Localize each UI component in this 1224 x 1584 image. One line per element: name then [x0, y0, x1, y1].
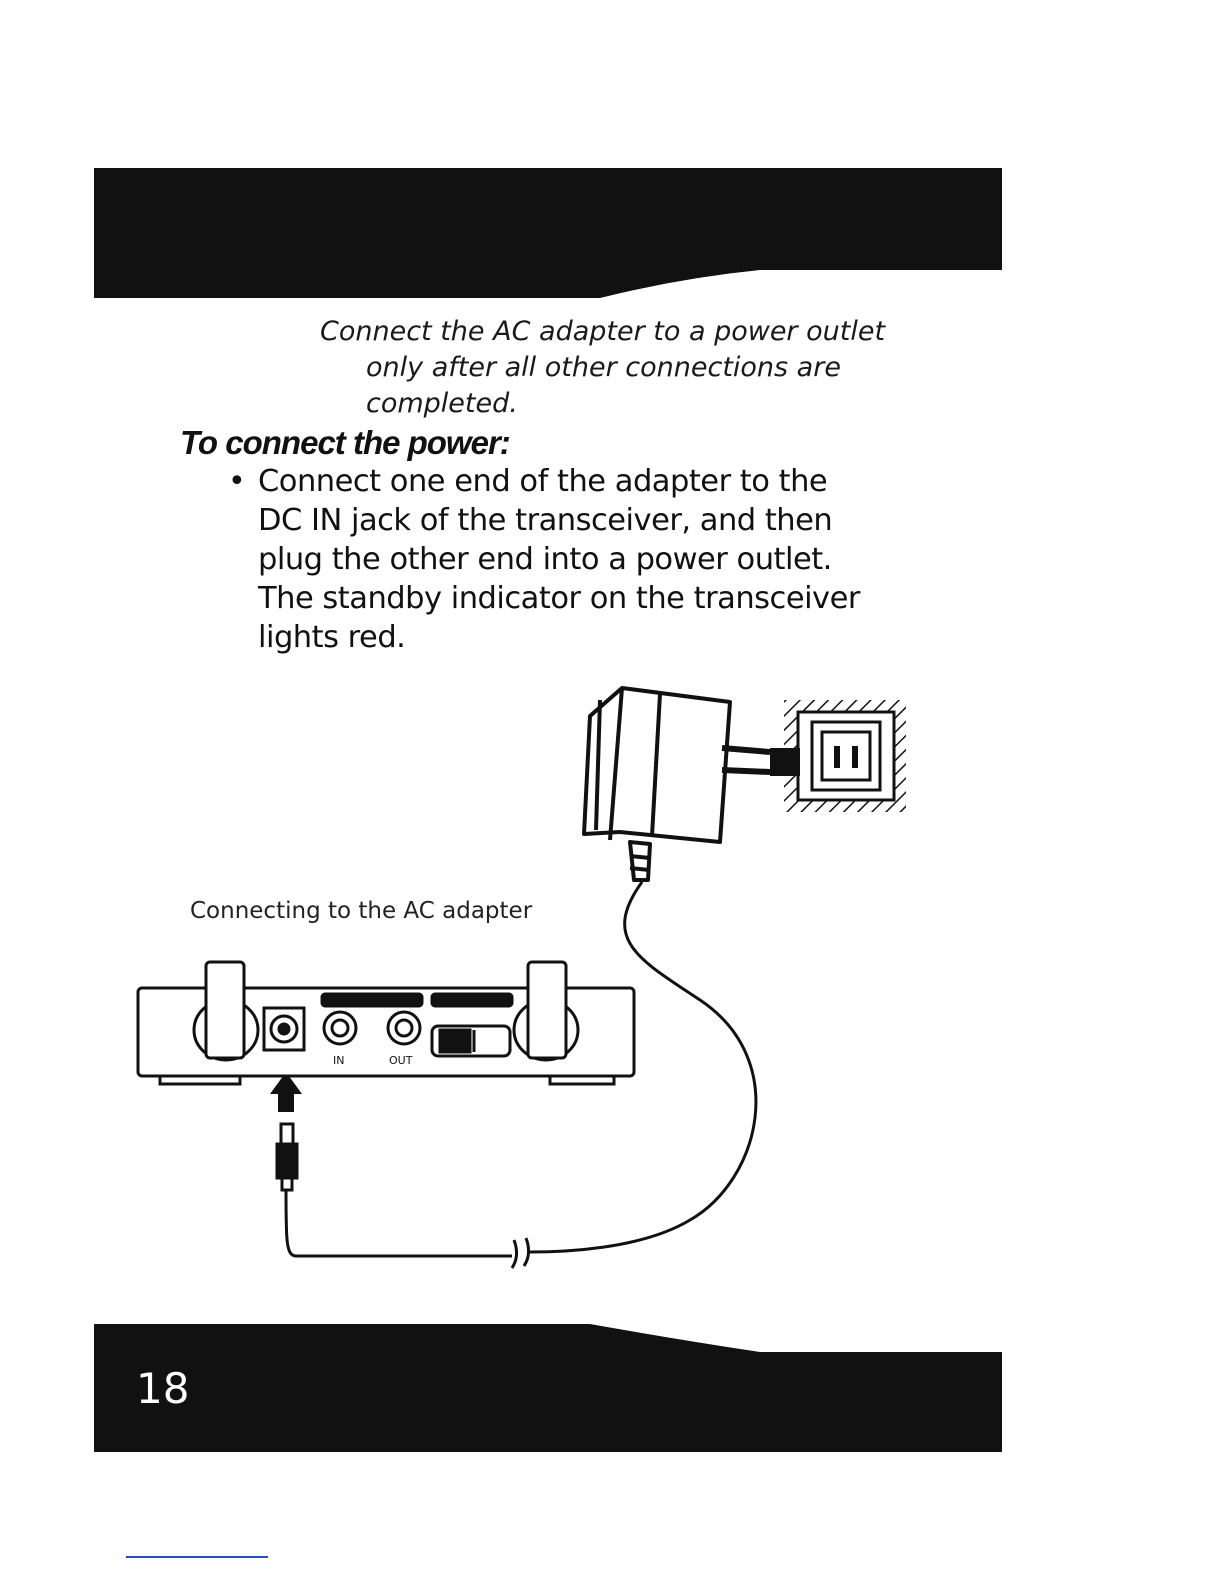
cable-break: [510, 1237, 531, 1269]
dc-plug: [275, 1122, 299, 1192]
instruction-line-5: lights red.: [258, 620, 406, 655]
instruction-line-1: Connect one end of the adapter to the: [258, 464, 828, 499]
note-line-2: only after all other connections are: [366, 352, 841, 383]
bullet-marker: •: [228, 464, 246, 499]
note-line-3: completed.: [366, 388, 518, 419]
jack-in-label: IN: [333, 1054, 344, 1067]
instruction-line-2: DC IN jack of the transceiver, and then: [258, 503, 833, 538]
instruction-text: Connect one end of the adapter to the DC…: [258, 462, 958, 657]
power-cable: [284, 881, 758, 1258]
caution-note: Connect the AC adapter to a power outlet…: [320, 314, 960, 422]
instruction-line-4: The standby indicator on the transceiver: [258, 581, 860, 616]
figure-caption: Connecting to the AC adapter: [190, 898, 533, 924]
note-line-1: Connect the AC adapter to a power outlet: [320, 316, 886, 347]
arrow-up-icon: [270, 1072, 302, 1112]
ac-adapter: [582, 686, 771, 882]
transceiver: [136, 960, 636, 1086]
wall-outlet: [770, 700, 906, 812]
section-heading: To connect the power:: [180, 424, 511, 461]
jack-out-label: OUT: [389, 1054, 413, 1067]
instruction-line-3: plug the other end into a power outlet.: [258, 542, 832, 577]
page-number: 18: [136, 1364, 190, 1413]
